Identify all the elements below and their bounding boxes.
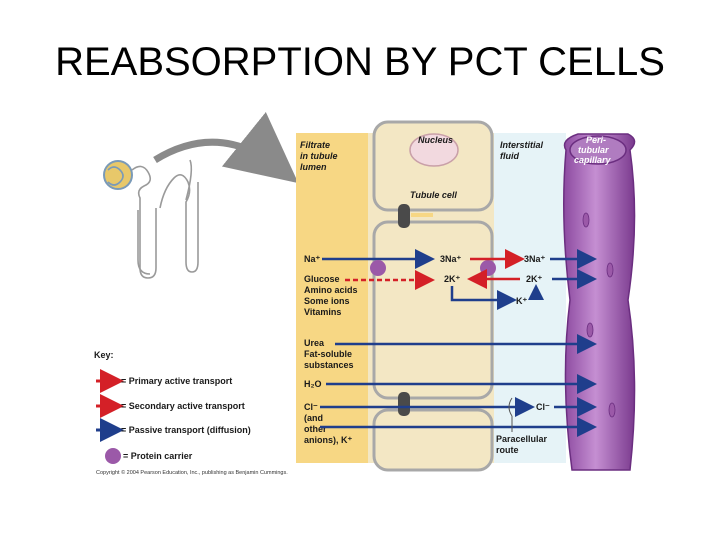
nephron-icon xyxy=(103,159,199,279)
zoom-arrow-icon xyxy=(153,112,299,184)
water-label: H₂O xyxy=(304,379,322,389)
interstitial-fluid-region xyxy=(494,133,566,463)
tight-junction-upper xyxy=(398,204,410,228)
interstitial-fluid-label: Interstitial fluid xyxy=(500,140,546,161)
key-secondary-label: = Secondary active transport xyxy=(121,401,245,411)
glucose-group-label: Glucose Amino acids Some ions Vitamins xyxy=(304,274,360,317)
key-carrier-label: = Protein carrier xyxy=(123,451,193,461)
key-passive-label: = Passive transport (diffusion) xyxy=(121,425,251,435)
middle-tubule-cell xyxy=(372,220,494,400)
protein-carrier-pump xyxy=(480,260,496,276)
slide-title: REABSORPTION BY PCT CELLS xyxy=(55,40,665,84)
peritubular-capillary xyxy=(563,133,636,471)
filtrate-label: Filtrate in tubule lumen xyxy=(300,140,340,172)
copyright: Copyright © 2004 Pearson Education, Inc.… xyxy=(96,469,288,476)
key-heading: Key: xyxy=(94,350,114,360)
na-label: Na⁺ xyxy=(304,254,321,264)
nucleus-shape xyxy=(409,133,459,167)
urea-group-label: Urea Fat-soluble substances xyxy=(304,338,355,370)
key-protein-carrier-icon xyxy=(105,448,121,464)
k-leak-label: K⁺ xyxy=(516,296,527,306)
pump-na-in-label: 3Na⁺ xyxy=(440,254,462,264)
tight-junction-lower xyxy=(398,392,410,416)
pump-k-out-label: 2K⁺ xyxy=(526,274,543,284)
pump-na-out-label: 3Na⁺ xyxy=(524,254,546,264)
key-primary-label: = Primary active transport xyxy=(121,376,232,386)
nucleus-label: Nucleus xyxy=(418,135,453,145)
cl-group-label: Cl⁻ (and other anions), K⁺ xyxy=(304,402,353,445)
cl-out-label: Cl⁻ xyxy=(536,402,550,412)
capillary-label: Peri- tubular capillary xyxy=(574,135,612,165)
lower-tubule-cell xyxy=(372,408,494,472)
paracellular-route-label: Paracellular route xyxy=(496,434,550,455)
protein-carrier-na xyxy=(370,260,386,276)
tubule-cell-label: Tubule cell xyxy=(410,190,457,200)
pump-k-in-label: 2K⁺ xyxy=(444,274,461,284)
